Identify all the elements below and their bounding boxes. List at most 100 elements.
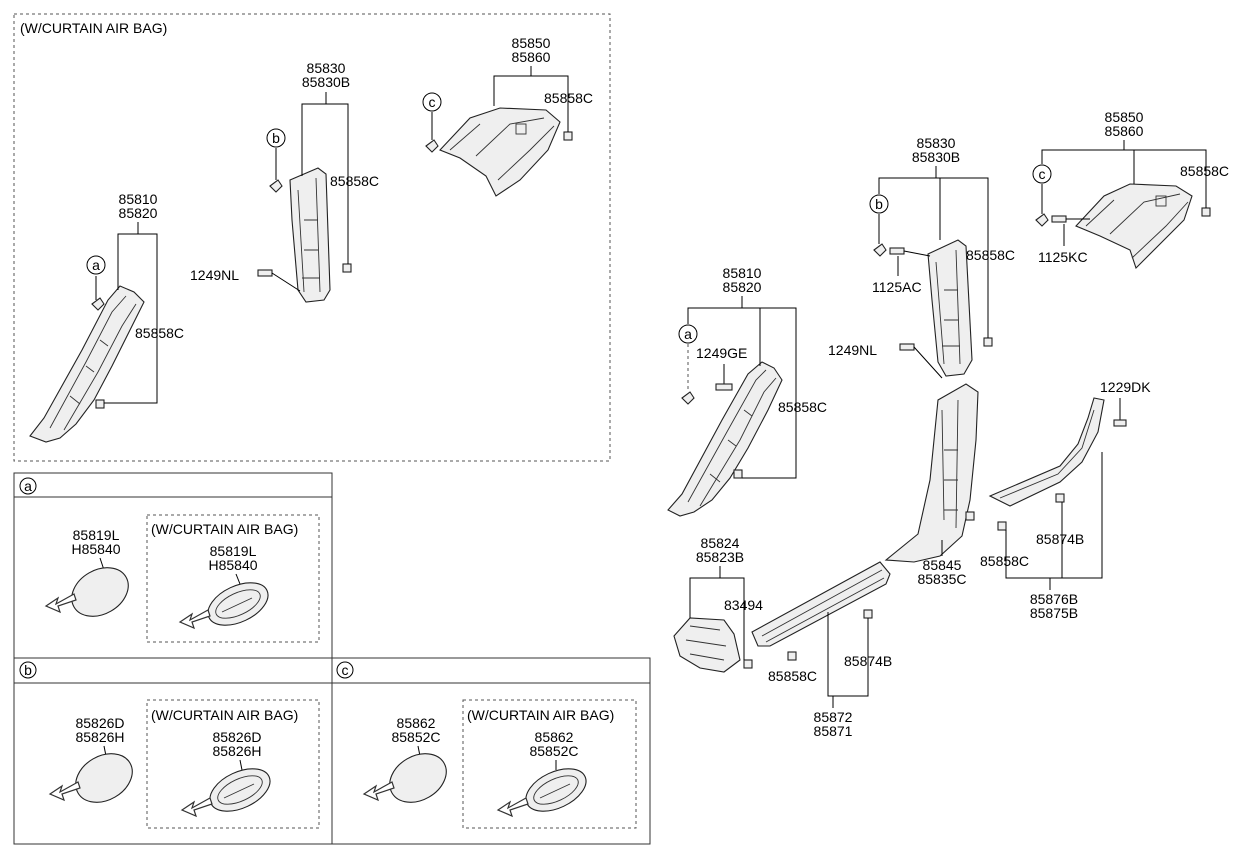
main-b-pillar-bolt-2: 1249NL — [828, 342, 877, 358]
callout-circle-icon — [678, 324, 698, 344]
callout-circle-icon — [336, 661, 354, 679]
rear-scuff-clip: 85858C — [980, 553, 1029, 569]
clip-icon — [983, 337, 993, 347]
callout-circle-icon — [19, 477, 37, 495]
callout-circle-icon — [86, 255, 106, 275]
callout-circle-icon — [422, 92, 442, 112]
c-pillar-trim — [1075, 183, 1193, 270]
front-scuff-clip: 85858C — [768, 668, 817, 684]
center-pillar-number-2: 85835C — [917, 571, 966, 587]
detail-a-airbag-frame — [146, 514, 320, 643]
b-pillar-trim — [927, 239, 973, 377]
callout-circle-icon — [266, 128, 286, 148]
direction-arrow-icon — [44, 593, 77, 614]
bracket-clip-number: 83494 — [724, 597, 763, 613]
detail-b-airbag-number: 85826D — [212, 729, 261, 745]
clip-icon — [269, 179, 283, 193]
direction-arrow-icon — [362, 781, 395, 802]
clip-icon — [873, 243, 887, 257]
c-pillar-clip-number: 85858C — [544, 90, 593, 106]
detail-c-callout: c — [342, 662, 349, 678]
main-c-pillar-number-2: 85860 — [1105, 123, 1144, 139]
main-c-pillar-bolt: 1125KC — [1038, 249, 1088, 265]
clip-icon — [91, 297, 105, 311]
main-b-pillar-number: 85830 — [917, 135, 956, 151]
center-pillar-number: 85845 — [923, 557, 962, 573]
callout-c-label: c — [429, 94, 436, 110]
main-b-pillar-number-2: 85830B — [912, 149, 960, 165]
detail-c-airbag-frame — [462, 699, 637, 829]
airbag-emblem-icon — [209, 768, 271, 812]
bolt-icon — [1051, 215, 1090, 246]
main-c-pillar-number: 85850 — [1105, 109, 1144, 125]
b-pillar-part-number: 85830 — [307, 60, 346, 76]
detail-a-airbag-number: 85819L — [210, 543, 257, 559]
bolt-icon — [889, 247, 931, 276]
cover-plain — [389, 753, 447, 803]
main-callout-c: c — [1039, 166, 1046, 182]
front-scuff-number-2: 85871 — [814, 723, 853, 739]
c-pillar-part-number-2: 85860 — [512, 49, 551, 65]
detail-c-airbag-number: 85862 — [535, 729, 574, 745]
detail-a-airbag-title: (W/CURTAIN AIR BAG) — [151, 521, 298, 537]
main-a-pillar-bolt: 1249GE — [696, 345, 747, 361]
main-b-pillar-bolt: 1125AC — [872, 279, 922, 295]
airbag-emblem-icon — [525, 768, 587, 812]
callout-circle-icon — [869, 194, 889, 214]
detail-a-airbag-number-2: H85840 — [208, 557, 257, 573]
detail-b-std-number-2: 85826H — [75, 729, 124, 745]
a-pillar-clip-number: 85858C — [135, 325, 184, 341]
callout-a-label: a — [92, 257, 100, 273]
clip-icon — [1055, 493, 1065, 503]
main-a-pillar-number: 85810 — [723, 265, 762, 281]
rear-scuff-trim — [988, 397, 1105, 507]
a-pillar-part-number: 85810 — [119, 191, 158, 207]
b-pillar-part-number-2: 85830B — [302, 74, 350, 90]
detail-c-airbag-number-2: 85852C — [529, 743, 578, 759]
main-callout-b: b — [875, 196, 883, 212]
clip-icon — [787, 651, 797, 661]
clip-icon — [563, 131, 573, 141]
b-pillar-clip-number: 85858C — [330, 173, 379, 189]
detail-panel-a — [13, 472, 333, 659]
bolt-icon — [899, 343, 943, 379]
main-b-pillar-clip: 85858C — [966, 247, 1015, 263]
clip-icon — [1035, 213, 1049, 227]
detail-a-std-number: 85819L — [73, 527, 120, 543]
clip-icon — [342, 263, 352, 273]
main-callout-a: a — [684, 326, 692, 342]
bracket-number-2: 85823B — [696, 549, 744, 565]
main-a-pillar-number-2: 85820 — [723, 279, 762, 295]
detail-c-airbag-title: (W/CURTAIN AIR BAG) — [467, 707, 614, 723]
detail-panel-c — [331, 657, 651, 845]
direction-arrow-icon — [180, 797, 213, 818]
rear-scuff-number: 85876B — [1030, 591, 1078, 607]
detail-b-callout: b — [24, 662, 32, 678]
a-pillar-trim — [667, 361, 783, 517]
curtain-airbag-group-frame — [13, 13, 611, 462]
clip-icon — [681, 391, 695, 405]
bolt-icon — [257, 269, 301, 292]
direction-arrow-icon — [496, 797, 529, 818]
c-pillar-part-number: 85850 — [512, 35, 551, 51]
front-scuff-trim — [751, 561, 891, 647]
detail-a-callout: a — [24, 478, 32, 494]
airbag-emblem-icon — [207, 582, 269, 626]
detail-a-std-number-2: H85840 — [71, 541, 120, 557]
detail-b-airbag-number-2: 85826H — [212, 743, 261, 759]
direction-arrow-icon — [178, 609, 211, 630]
clip-icon — [1201, 207, 1211, 217]
clip-icon — [997, 521, 1007, 531]
direction-arrow-icon — [48, 781, 81, 802]
b-pillar-bolt-number: 1249NL — [190, 267, 239, 283]
clip-icon — [95, 399, 105, 409]
clip-icon — [733, 469, 743, 479]
detail-b-airbag-title: (W/CURTAIN AIR BAG) — [151, 707, 298, 723]
curtain-airbag-group-title: (W/CURTAIN AIR BAG) — [20, 20, 167, 36]
clip-icon — [965, 511, 975, 521]
callout-b-label: b — [272, 130, 280, 146]
callout-circle-icon — [1032, 164, 1052, 184]
pillar-bracket — [673, 617, 741, 673]
bracket-number: 85824 — [701, 535, 740, 551]
